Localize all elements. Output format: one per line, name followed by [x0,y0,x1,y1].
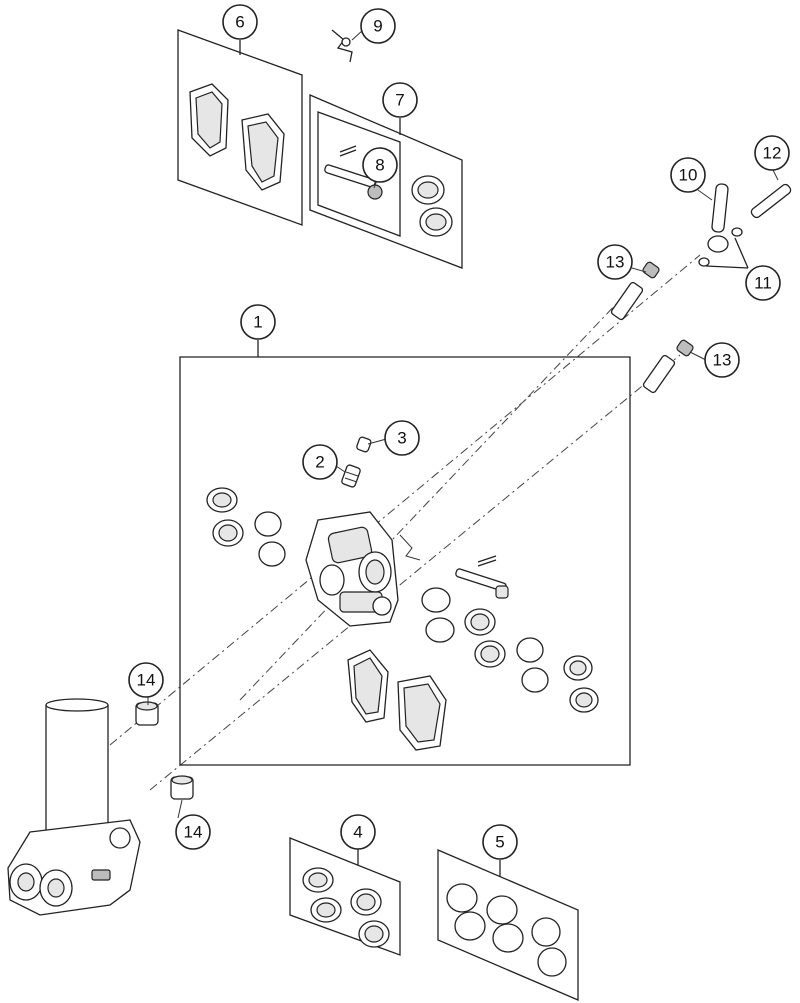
center-lines [109,254,701,791]
svg-text:9: 9 [373,17,382,36]
svg-text:6: 6 [235,13,244,32]
pad-pin-and-spring [399,534,509,599]
callout-8: 8 [362,147,398,183]
leader-lines [147,29,779,819]
callout-11: 11 [745,265,781,301]
spacer-lower [170,775,194,800]
bleeder-screw [341,464,361,488]
callout-3: 3 [384,420,420,456]
svg-text:4: 4 [353,823,362,842]
brake-pads-inner [347,649,447,751]
svg-text:13: 13 [606,253,625,272]
caliper-body [305,511,399,627]
svg-text:7: 7 [395,91,404,110]
seals-right [421,587,599,713]
callout-13-lower: 13 [704,342,740,378]
bleed-nipple-assembly [698,183,792,269]
seal-kit [437,849,579,1001]
svg-text:3: 3 [397,429,406,448]
svg-text:5: 5 [495,833,504,852]
svg-text:8: 8 [375,156,384,175]
callout-12: 12 [754,135,790,171]
svg-text:12: 12 [763,144,782,163]
svg-text:1: 1 [253,313,262,332]
callout-7: 7 [382,82,418,118]
svg-text:14: 14 [137,671,156,690]
caliper-bolt-lower [642,339,694,394]
bleeder-cap [356,436,372,453]
spring-clip [331,29,353,63]
callout-14-upper: 14 [128,662,164,698]
svg-text:14: 14 [184,823,203,842]
piston-kit [289,837,401,956]
repair-kit-7 [309,94,463,269]
callout-4: 4 [340,814,376,850]
caliper-bolt-upper [610,261,660,321]
pistons-left [206,487,286,567]
callout-5: 5 [482,824,518,860]
callout-6: 6 [222,4,258,40]
brake-pad-kit [177,29,303,226]
callout-14-lower: 14 [175,814,211,850]
callout-2: 2 [302,444,338,480]
caliper-assembly-frame [179,340,631,766]
callout-9: 9 [360,8,396,44]
svg-text:2: 2 [315,453,324,472]
callout-1: 1 [240,304,276,340]
svg-text:11: 11 [754,274,772,293]
fork-leg [7,698,141,916]
svg-text:13: 13 [713,351,732,370]
svg-text:10: 10 [679,166,698,185]
spacer-upper [135,701,159,726]
callout-10: 10 [670,157,706,193]
callout-13-upper: 13 [597,244,633,280]
